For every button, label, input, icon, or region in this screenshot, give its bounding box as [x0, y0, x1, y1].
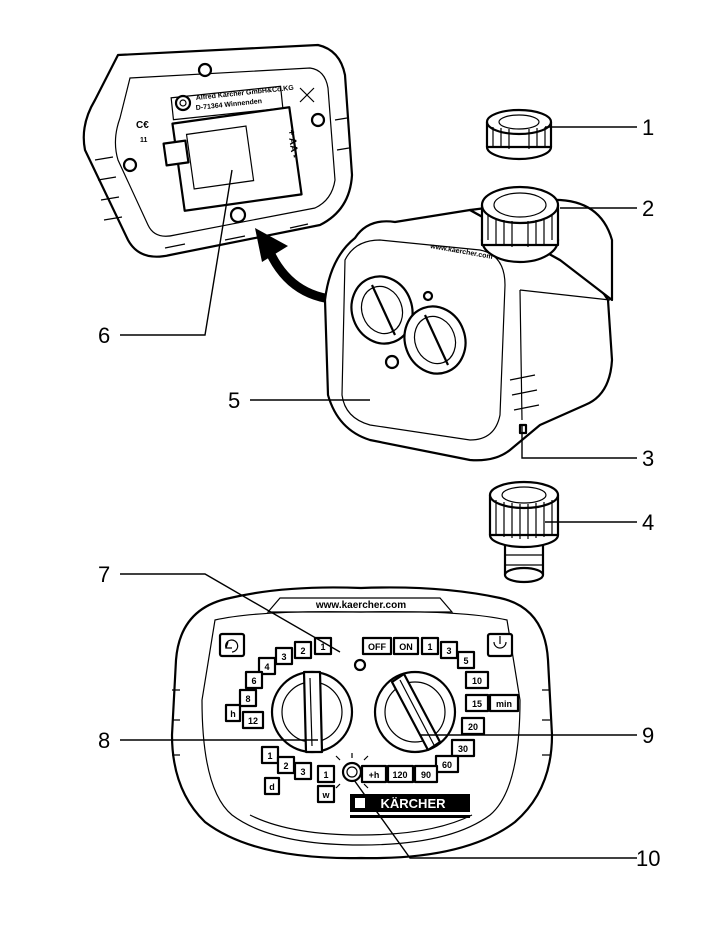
callout-5: 5 [228, 388, 240, 413]
callout-9: 9 [642, 723, 654, 748]
svg-text:2: 2 [283, 761, 288, 771]
svg-text:15: 15 [472, 699, 482, 709]
svg-text:8: 8 [245, 694, 250, 704]
svg-text:2: 2 [300, 646, 305, 656]
svg-text:1: 1 [427, 642, 432, 652]
svg-text:4: 4 [264, 662, 269, 672]
back-cover: Alfred Kärcher GmbH&Co.KG D-71364 Winnen… [84, 45, 352, 257]
front-panel: www.kaercher.com OFF ON 1 2 3 4 6 8 [172, 587, 552, 858]
website-label: www.kaercher.com [315, 600, 406, 611]
tap-connector [490, 482, 558, 582]
callout-3: 3 [642, 446, 654, 471]
svg-text:30: 30 [458, 744, 468, 754]
day-unit-label: d [269, 782, 275, 792]
svg-text:10: 10 [472, 676, 482, 686]
brand-label: KÄRCHER [381, 796, 447, 811]
svg-text:1: 1 [267, 751, 272, 761]
svg-text:3: 3 [300, 767, 305, 777]
week-unit-label: w [321, 790, 330, 800]
callout-4: 4 [642, 510, 654, 535]
callout-2: 2 [642, 196, 654, 221]
callout-6: 6 [98, 323, 110, 348]
svg-text:1: 1 [323, 770, 328, 780]
svg-text:90: 90 [421, 770, 431, 780]
ce-mark: C€ [136, 120, 149, 131]
svg-text:3: 3 [281, 652, 286, 662]
plus-hour-label: +h [369, 770, 380, 780]
left-corner-button[interactable] [220, 634, 244, 656]
status-led [355, 660, 365, 670]
on-label: ON [399, 642, 413, 652]
svg-text:12: 12 [248, 716, 258, 726]
callout-1: 1 [642, 115, 654, 140]
callout-8: 8 [98, 728, 110, 753]
svg-text:5: 5 [463, 656, 468, 666]
callout-10: 10 [636, 846, 660, 871]
svg-text:3: 3 [446, 646, 451, 656]
control-unit-3d: www.kaercher.com [325, 187, 612, 460]
duration-dial[interactable] [375, 672, 455, 752]
svg-text:11: 11 [140, 137, 148, 144]
callout-7: 7 [98, 562, 110, 587]
off-label: OFF [368, 642, 386, 652]
svg-text:120: 120 [392, 770, 407, 780]
svg-text:20: 20 [468, 722, 478, 732]
svg-text:6: 6 [251, 676, 256, 686]
adapter-ring [487, 110, 551, 159]
hour-unit-label: h [230, 709, 236, 719]
svg-text:60: 60 [442, 760, 452, 770]
minute-unit-label: min [496, 699, 512, 709]
